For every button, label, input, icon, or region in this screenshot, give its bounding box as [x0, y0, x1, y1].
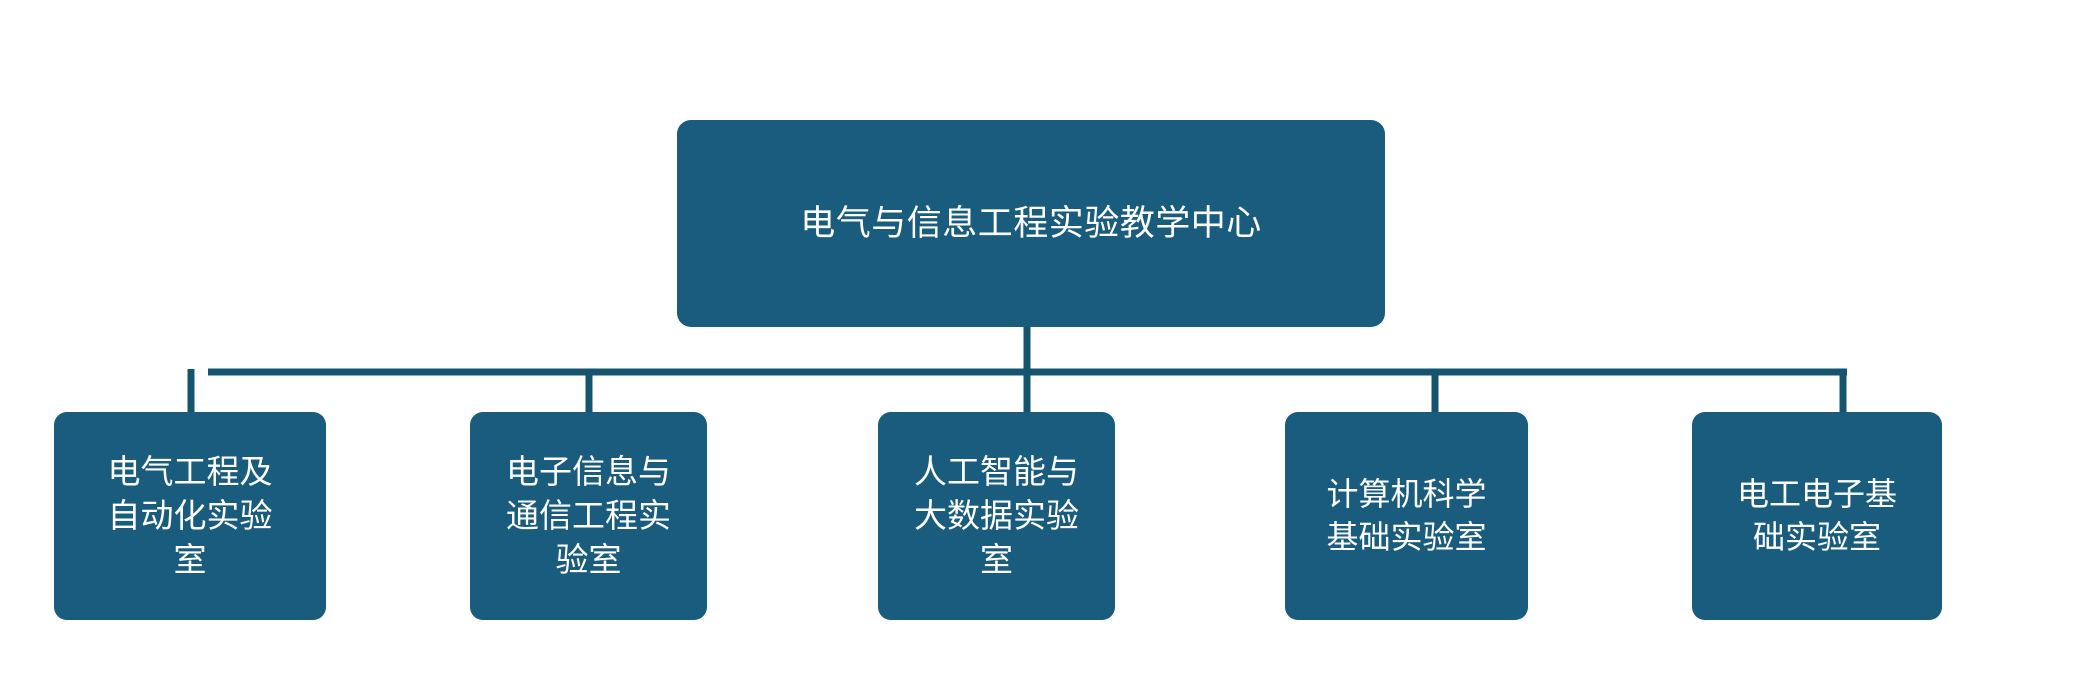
- node-child-electrical-electronics-basics[interactable]: 电工电子基 础实验室: [1692, 412, 1942, 620]
- node-child-label: 人工智能与 大数据实验 室: [914, 453, 1079, 578]
- node-child-label: 电工电子基 础实验室: [1736, 476, 1897, 555]
- node-child-label: 计算机科学 基础实验室: [1326, 476, 1487, 555]
- node-child-label: 电子信息与 通信工程实 验室: [506, 453, 671, 578]
- node-child-electrical-automation[interactable]: 电气工程及 自动化实验 室: [54, 412, 326, 620]
- node-root-label: 电气与信息工程实验教学中心: [800, 203, 1262, 243]
- node-child-electronic-communication[interactable]: 电子信息与 通信工程实 验室: [470, 412, 707, 620]
- node-child-computer-science[interactable]: 计算机科学 基础实验室: [1285, 412, 1528, 620]
- node-child-ai-bigdata[interactable]: 人工智能与 大数据实验 室: [878, 412, 1115, 620]
- node-child-label: 电气工程及 自动化实验 室: [107, 453, 273, 578]
- node-root-center[interactable]: 电气与信息工程实验教学中心: [677, 120, 1385, 327]
